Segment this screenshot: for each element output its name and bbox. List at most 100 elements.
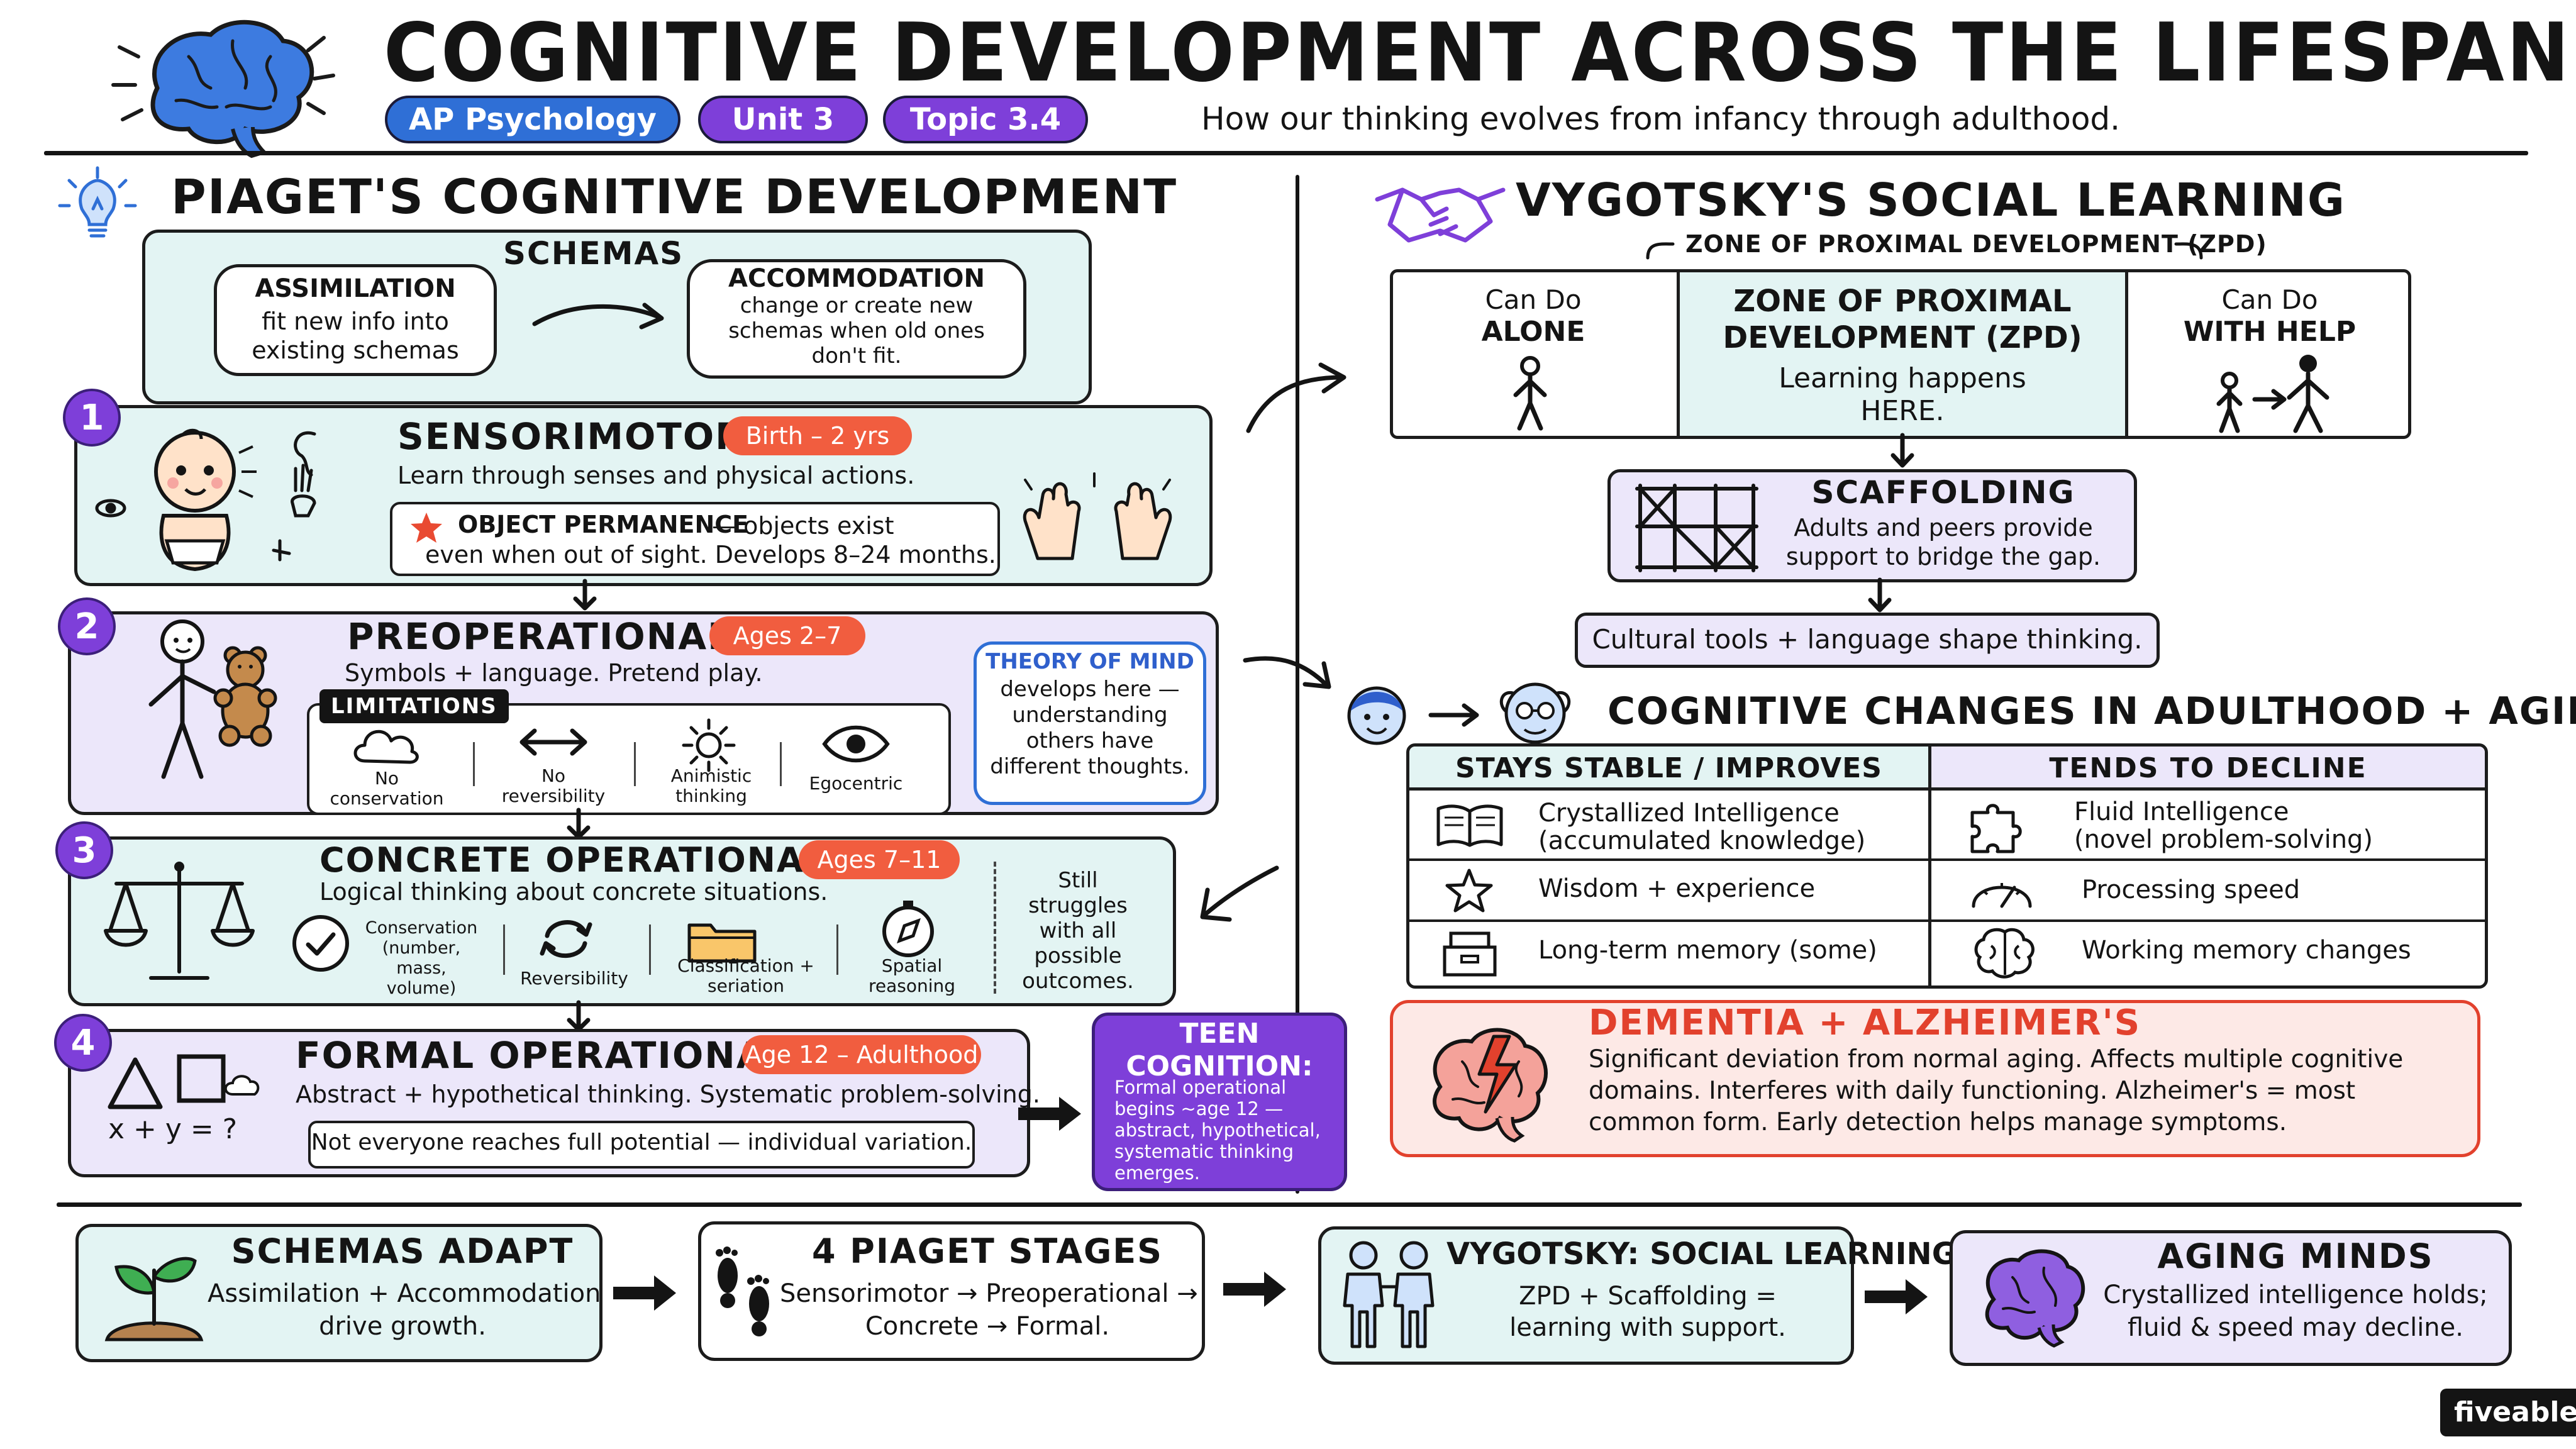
hands-icon — [1023, 472, 1172, 560]
balance-scale-icon — [104, 862, 255, 980]
limitation-no-reversibility: No reversibility — [501, 765, 606, 806]
theory-of-mind-title: THEORY OF MIND — [985, 649, 1194, 674]
working-memory-brain-icon — [1974, 928, 2035, 979]
limitation-egocentric: Egocentric — [809, 773, 903, 794]
rotate-arrows-icon — [540, 920, 592, 958]
stage-3-name: CONCRETE OPERATIONAL — [319, 840, 828, 880]
dementia-brain-icon — [1433, 1028, 1548, 1143]
help-line1: Can Do — [2221, 284, 2318, 315]
zpd-bracket — [1646, 242, 2203, 260]
summary-2-line2: Concrete → Formal. — [865, 1312, 1110, 1341]
theory-of-mind-text: develops here — understanding others hav… — [990, 677, 1190, 779]
person-with-help-icon — [2216, 355, 2329, 433]
zpd-down-arrow — [1890, 433, 1914, 468]
summary-2-title: 4 PIAGET STAGES — [811, 1231, 1163, 1271]
header-divider — [44, 151, 2528, 155]
stage-4-age-tag: Age 12 – Adulthood — [742, 1035, 981, 1074]
connector-arrow-2 — [1243, 656, 1331, 689]
object-permanence-line2: even when out of sight. Develops 8–24 mo… — [425, 541, 996, 569]
object-permanence-line1: — objects exist — [712, 512, 894, 540]
scaffolding-down-arrow — [1868, 577, 1892, 613]
table-row-divider-2 — [1409, 919, 2485, 922]
summary-4-line2: fluid & speed may decline. — [2128, 1313, 2463, 1342]
summary-4-title: AGING MINDS — [2157, 1236, 2434, 1276]
assimilation-text: fit new info into existing schemas — [252, 308, 459, 364]
zpd-text: Learning happens HERE. — [1779, 362, 2026, 427]
connector-arrow-1 — [1246, 362, 1346, 433]
summary-arrow-1 — [613, 1275, 676, 1311]
limitations-label: LIMITATIONS — [319, 689, 509, 723]
teen-cognition-card — [1092, 1013, 1347, 1191]
formal-note: Not everyone reaches full potential — in… — [311, 1130, 972, 1155]
wisdom-star-icon — [1445, 869, 1493, 913]
stage-2-name: PREOPERATIONAL — [347, 615, 733, 658]
stage-4-equation: x + y = ? — [108, 1113, 238, 1145]
handshake-icon — [1375, 187, 1506, 243]
column-divider — [1296, 175, 1299, 1194]
eye-icon — [822, 725, 890, 763]
stage-1-name: SENSORIMOTOR — [397, 415, 745, 458]
dementia-card — [1390, 1000, 2480, 1157]
stage-arrow-1 — [573, 579, 597, 611]
stable-header-bg — [1409, 747, 1928, 791]
alone-line2: ALONE — [1481, 316, 1585, 348]
star-icon — [411, 513, 442, 543]
skill-divider-1 — [503, 924, 505, 975]
limitation-no-conservation: No conservation — [330, 768, 444, 809]
stage-2-age-tag: Ages 2–7 — [709, 616, 865, 655]
pill-unit: Unit 3 — [698, 96, 868, 143]
object-permanence-title: OBJECT PERMANENCE — [458, 511, 749, 538]
decline-item-3-title: Working memory changes — [2082, 936, 2411, 965]
baby-icon — [95, 428, 316, 572]
summary-1-title: SCHEMAS ADAPT — [231, 1231, 574, 1271]
header-subtitle: How our thinking evolves from infancy th… — [1201, 101, 2121, 137]
skill-conservation: Conservation (number, mass, volume) — [365, 918, 478, 998]
limitation-divider-1 — [473, 742, 475, 786]
summary-4-line1: Crystallized intelligence holds; — [2103, 1280, 2488, 1309]
stage-1-badge: 1 — [63, 389, 121, 447]
child-teddy-icon — [148, 619, 277, 779]
purple-brain-icon — [1985, 1249, 2085, 1348]
footprints-icon — [716, 1246, 769, 1336]
shapes-icon — [108, 1054, 260, 1109]
limitation-divider-2 — [634, 742, 636, 786]
skill-spatial-reasoning: Spatial reasoning — [868, 955, 956, 996]
accommodation-text: change or create new schemas when old on… — [728, 293, 985, 369]
stable-item-3-title: Long-term memory (some) — [1538, 936, 1877, 965]
cultural-tools-text: Cultural tools + language shape thinking… — [1592, 624, 2143, 655]
stage-2-badge: 2 — [58, 597, 116, 655]
decline-item-2-title: Processing speed — [2082, 875, 2301, 904]
sun-icon — [682, 718, 736, 772]
lightbulb-icon — [58, 166, 137, 238]
skill-classification: Classification + seriation — [677, 955, 814, 996]
skill-divider-3 — [836, 924, 838, 975]
table-row-divider-1 — [1409, 858, 2485, 861]
pill-topic: Topic 3.4 — [883, 96, 1088, 143]
teen-cognition-title: TEEN COGNITION: — [1126, 1018, 1313, 1082]
two-way-arrow-icon — [519, 728, 587, 756]
schemas-label: SCHEMAS — [503, 235, 684, 272]
zpd-title: ZONE OF PROXIMAL DEVELOPMENT (ZPD) — [1723, 284, 2082, 355]
teen-cognition-text: Formal operational begins ~age 12 — abst… — [1114, 1077, 1321, 1184]
decline-header-bg — [1928, 747, 2485, 791]
filing-cabinet-icon — [1443, 931, 1497, 977]
concrete-note-divider — [994, 862, 996, 994]
zpd-middle-zone — [1677, 272, 2128, 436]
person-alone-icon — [1513, 356, 1547, 431]
skill-divider-2 — [649, 924, 651, 975]
cloud-icon — [353, 730, 419, 764]
folder-icon — [687, 923, 757, 963]
fiveable-logo[interactable]: fiveable — [2440, 1389, 2576, 1436]
stage-3-desc: Logical thinking about concrete situatio… — [319, 878, 828, 906]
connector-arrow-3 — [1200, 865, 1279, 922]
brain-logo-icon — [111, 19, 335, 158]
decline-item-1-sub: (novel problem-solving) — [2074, 825, 2373, 854]
stable-header: STAYS STABLE / IMPROVES — [1455, 752, 1882, 784]
summary-3-title: VYGOTSKY: SOCIAL LEARNING — [1446, 1236, 1957, 1272]
compass-icon — [882, 901, 934, 957]
dementia-title: DEMENTIA + ALZHEIMER'S — [1589, 1002, 2141, 1043]
skill-reversibility: Reversibility — [520, 968, 628, 989]
summary-3-line2: learning with support. — [1509, 1313, 1786, 1342]
limitation-animistic-thinking: Animistic thinking — [670, 765, 752, 806]
cultural-tools-card — [1575, 613, 2160, 668]
